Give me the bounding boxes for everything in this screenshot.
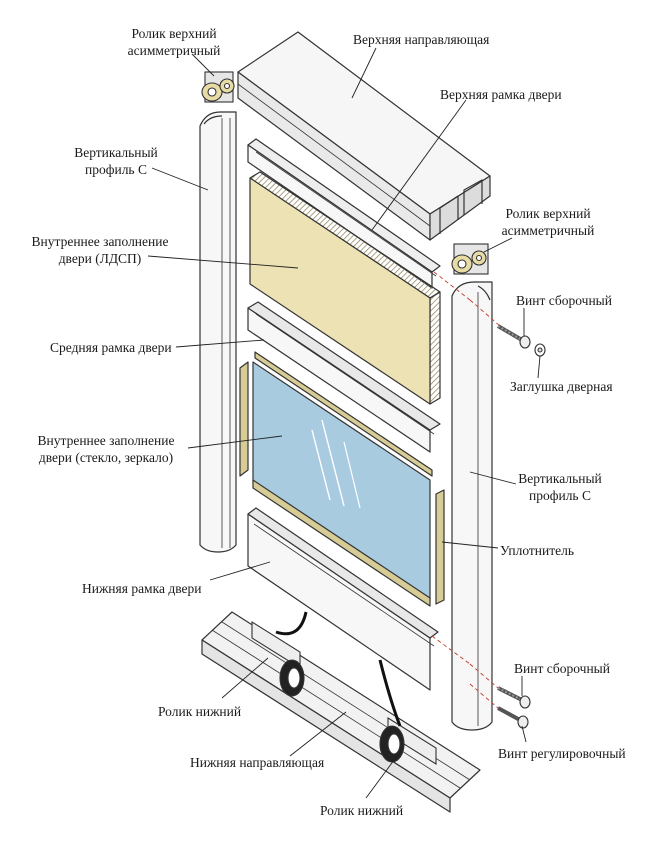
label-seal: Уплотнитель: [500, 543, 575, 558]
label-door-plug: Заглушка дверная: [510, 379, 613, 394]
label-vertical-profile-left: Вертикальный профиль С: [74, 145, 158, 177]
bottom-rail: [201, 611, 481, 813]
label-fill-chipboard: Внутреннее заполнение двери (ЛДСП): [31, 234, 169, 266]
label-top-rail: Верхняя направляющая: [353, 32, 490, 47]
bottom-door-frame: [247, 507, 439, 691]
label-assembly-screw-top: Винт сборочный: [516, 293, 612, 308]
label-bottom-roller-left: Ролик нижний: [158, 704, 242, 719]
label-top-frame: Верхняя рамка двери: [440, 87, 562, 102]
door-plug: [534, 343, 546, 357]
top-roller-right: [451, 243, 489, 275]
label-fill-glass: Внутреннее заполнение двери (стекло, зер…: [37, 433, 175, 465]
top-roller-left: [201, 71, 235, 103]
assembly-screw-top: [496, 324, 531, 349]
label-bottom-frame: Нижняя рамка двери: [82, 581, 202, 596]
label-assembly-screw-bottom: Винт сборочный: [514, 661, 610, 676]
bottom-roller-right: [378, 659, 437, 765]
leader-lines: [147, 47, 541, 799]
label-vertical-profile-right: Вертикальный профиль С: [518, 471, 602, 503]
middle-door-frame: [247, 301, 441, 453]
label-adjust-screw: Винт регулировочный: [498, 746, 626, 761]
label-middle-frame: Средняя рамка двери: [50, 340, 172, 355]
assembly-screw-bottom: [497, 686, 531, 709]
label-top-roller-left: Ролик верхний асимметричный: [127, 26, 221, 58]
label-bottom-roller-right: Ролик нижний: [320, 803, 404, 818]
vertical-profile-left: [199, 111, 237, 553]
bottom-roller-left: [251, 611, 308, 697]
top-rail: [237, 31, 491, 241]
glass-fill-panel: [239, 351, 445, 607]
top-door-frame: [247, 138, 441, 289]
chipboard-fill-panel: [249, 171, 441, 405]
adjust-screw: [497, 706, 529, 729]
label-bottom-rail: Нижняя направляющая: [190, 755, 325, 770]
vertical-profile-right: [451, 281, 493, 731]
assembly-axes: [431, 271, 501, 709]
label-top-roller-right: Ролик верхний асимметричный: [501, 206, 595, 238]
